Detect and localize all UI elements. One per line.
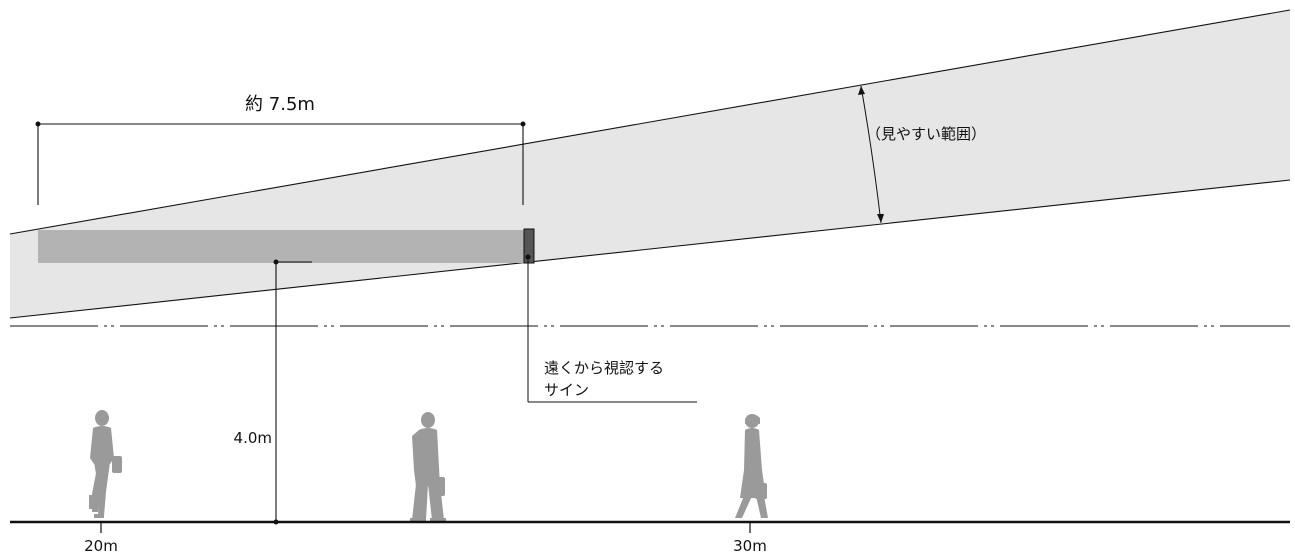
visible-range-arc — [860, 85, 882, 224]
sign-name-label-line1: 遠くから視認する — [544, 359, 664, 377]
width-dimension-right-dot — [520, 121, 526, 127]
visible-range-label: （見やすい範囲） — [866, 125, 986, 143]
person-icon-middle — [410, 412, 446, 522]
person-icon-far — [735, 414, 768, 518]
sign-width-label: 約 7.5m — [245, 94, 315, 115]
sign-height-label: 4.0m — [234, 429, 272, 447]
visible-range-arrow-top — [858, 86, 865, 95]
visible-range-band — [10, 10, 1290, 318]
distance-label-30m: 30m — [733, 537, 767, 555]
visible-range-arrow-bottom — [877, 214, 884, 223]
visible-range-lower-line — [9, 179, 1291, 319]
visible-range-upper-line — [9, 9, 1291, 235]
sign-name-label-line2: サイン — [544, 381, 589, 399]
sign-post — [523, 228, 535, 264]
person-icon-near — [89, 410, 122, 518]
sign-panel — [38, 230, 525, 263]
sign-leader-dot — [525, 254, 531, 260]
height-dimension-top-dot — [273, 259, 279, 265]
distance-label-20m: 20m — [84, 537, 118, 555]
width-dimension-left-dot — [35, 121, 41, 127]
